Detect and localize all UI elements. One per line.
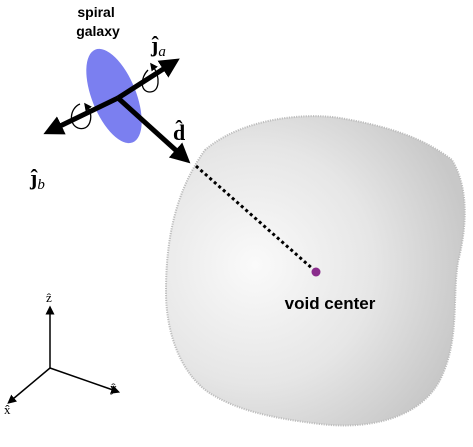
rotation-curl-b-icon — [70, 102, 92, 130]
galaxy-label-line2: galaxy — [76, 23, 120, 39]
d-arrow — [116, 96, 191, 164]
ja-label: ĵa — [150, 32, 166, 60]
jb-symbol: ĵ — [29, 165, 38, 190]
y-axis-label: ŷ — [110, 380, 117, 395]
galaxy-label-line1: spiral — [77, 4, 114, 20]
spiral-galaxy-disk — [86, 48, 142, 144]
galaxy-label: spiral galaxy — [76, 4, 120, 39]
void-center-label: void center — [285, 294, 376, 313]
coordinate-axes: ẑ ŷ x̂ — [4, 290, 121, 417]
jb-label: ĵb — [29, 165, 45, 193]
x-axis — [7, 367, 51, 404]
jb-subscript: b — [37, 177, 45, 193]
void-center-dot — [311, 267, 321, 277]
jb-arrow — [43, 95, 120, 135]
ja-symbol: ĵ — [150, 32, 159, 57]
ja-arrow — [116, 58, 180, 101]
z-axis-label: ẑ — [46, 290, 52, 305]
d-label: d̂ — [173, 120, 185, 145]
x-axis-label: x̂ — [4, 402, 11, 417]
rotation-curl-a-icon — [141, 62, 159, 93]
ja-subscript: a — [158, 44, 166, 60]
distance-dotted-line — [195, 164, 315, 272]
y-axis — [49, 367, 121, 394]
